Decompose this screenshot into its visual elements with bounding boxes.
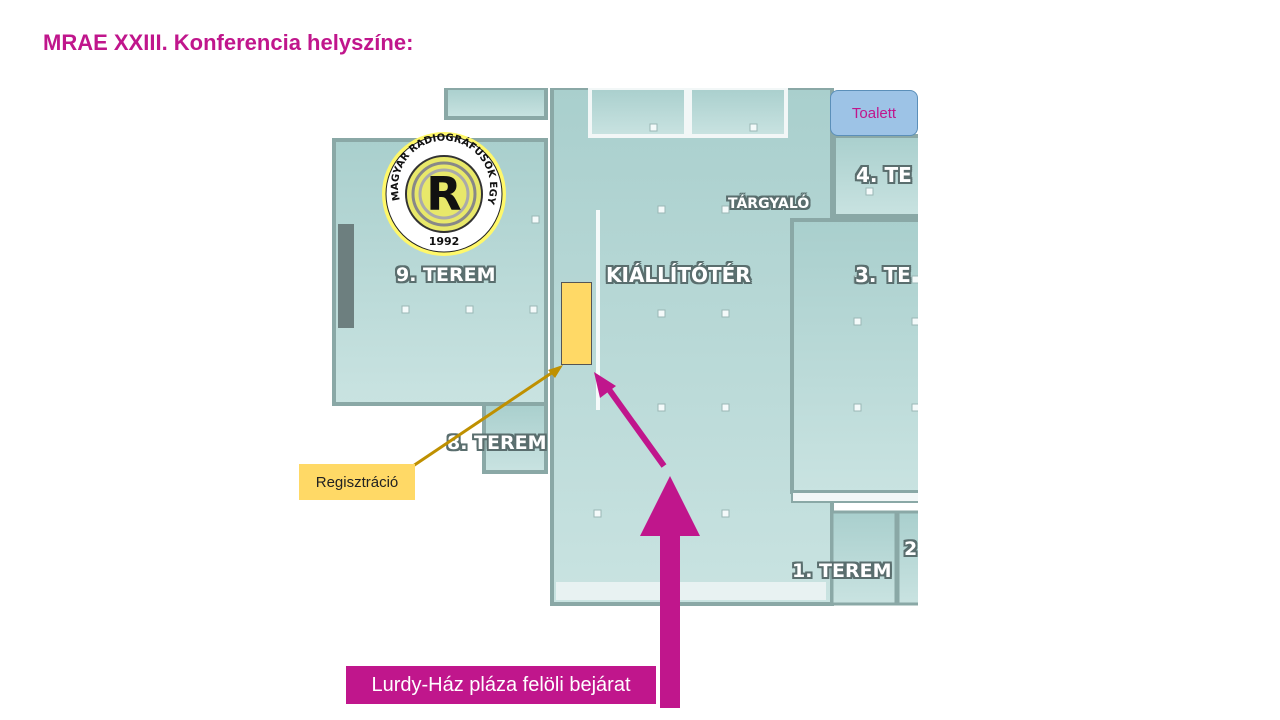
toilet-callout: Toalett [830,90,918,136]
registration-desk-marker [561,282,592,365]
room-label-exhibition: KIÁLLÍTÓTÉR [606,263,751,287]
floor-plan-map [332,88,918,606]
floor-plan-drawing [332,88,918,606]
room-label-meeting: TÁRGYALÓ [728,196,810,212]
logo-letter: R [426,167,461,221]
room-label-8: 8. TEREM [447,432,547,454]
registration-callout: Regisztráció [299,464,415,500]
room-label-3: 3. TE [855,263,911,287]
room-label-2: 2 [904,538,918,560]
room-3-floor [790,218,918,494]
room-label-4: 4. TE [856,163,912,187]
room-label-1: 1. TEREM [792,560,892,582]
association-logo: R MAGYAR RADIOGRÁFUSOK EGYESÜLETE 1992 [376,119,508,258]
page-title: MRAE XXIII. Konferencia helyszíne: [43,30,414,55]
logo-year: 1992 [429,235,460,248]
room-4-floor [832,134,918,218]
room-label-9: 9. TEREM [396,264,496,286]
room-1-floor [830,510,898,606]
entrance-callout: Lurdy-Ház pláza felöli bejárat [346,666,656,704]
logo-emblem: R MAGYAR RADIOGRÁFUSOK EGYESÜLETE 1992 [376,119,506,256]
room-2-floor [896,510,918,606]
